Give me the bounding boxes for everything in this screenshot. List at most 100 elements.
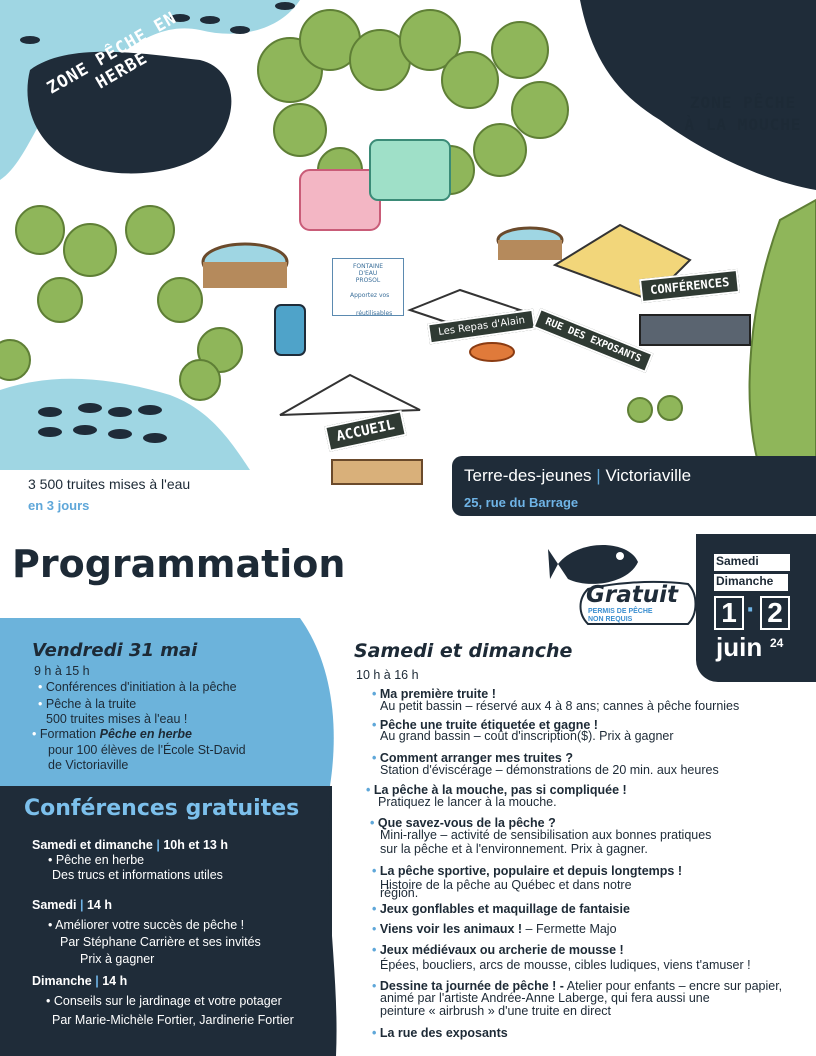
permis-text: PERMIS DE PÊCHE NON REQUIS (588, 608, 653, 624)
friday-title: Vendredi 31 mai (32, 640, 198, 661)
friday-item-2-line2: 500 truites mises à l'eau ! (46, 712, 188, 726)
location-title: Terre-des-jeunes | Victoriaville (464, 466, 691, 486)
weekend-item-9-title-text: Jeux médiévaux ou archerie de mousse ! (379, 943, 624, 957)
conf-group-1-item: • Pêche en herbe (48, 853, 145, 867)
weekend-item-10-title: Dessine ta journée de pêche ! - (379, 979, 564, 993)
weekend-item-11-title-text: La rue des exposants (379, 1026, 508, 1040)
weekend-item-9-title: • Jeux médiévaux ou archerie de mousse ! (372, 943, 624, 957)
friday-item-3-line3: de Victoriaville (48, 758, 129, 772)
conf-g1-day: Samedi et dimanche (32, 838, 153, 852)
badge-date-dot: · (746, 598, 755, 623)
location-place: Terre-des-jeunes (464, 466, 592, 485)
weekend-item-10-desc-2: peinture « airbrush » d'une truite en di… (380, 1004, 611, 1018)
page-title: Programmation (12, 542, 346, 586)
fontaine-note-2: réutilisables (356, 310, 393, 317)
weekend-item-6-desc-1: Histoire de la pêche au Québec et dans n… (380, 878, 632, 892)
truites-caption: 3 500 truites mises à l'eau (28, 476, 191, 492)
conf-g2-day: Samedi (32, 898, 77, 912)
weekend-item-5-desc-2: sur la pêche et à l'environnement. Prix … (380, 842, 648, 856)
weekend-item-1-title: • Ma première truite ! (372, 687, 496, 701)
conf-group-1-heading: Samedi et dimanche | 10h et 13 h (32, 838, 228, 852)
conf-g3-time: 14 h (102, 974, 128, 988)
conf-group-2-item: • Améliorer votre succès de pêche ! (48, 918, 245, 932)
weekend-item-7-title-text: Jeux gonflables et maquillage de fantais… (379, 902, 630, 916)
permis-line2: NON REQUIS (588, 616, 633, 623)
fontaine-note-1: Apportez vos (350, 292, 390, 299)
badge-month: juin (716, 632, 763, 662)
weekend-item-4-title: • La pêche à la mouche, pas si compliqué… (366, 783, 627, 797)
friday-item-3: • Formation Pêche en herbe (32, 727, 193, 741)
truites-subcaption: en 3 jours (28, 498, 90, 513)
weekend-item-10: • Dessine ta journée de pêche ! - Atelie… (372, 979, 783, 993)
friday-hours: 9 h à 15 h (34, 664, 90, 678)
fish-logo-icon (548, 544, 697, 625)
conf-g3-day: Dimanche (32, 974, 92, 988)
badge-date-2: 2 (760, 596, 790, 630)
conf-g3-item-text: Conseils sur le jardinage et votre potag… (53, 994, 282, 1008)
conf-g2-time: 14 h (86, 898, 112, 912)
gratuit-label: Gratuit (586, 582, 678, 608)
location-banner (452, 456, 816, 516)
conf-group-2-heading: Samedi | 14 h (32, 898, 112, 912)
weekend-item-8-rest: – Fermette Majo (522, 922, 617, 936)
weekend-item-6-desc-2: région. (380, 886, 419, 900)
weekend-item-3-desc: Station d'éviscérage – démonstrations de… (380, 763, 719, 777)
weekend-item-5-title: • Que savez-vous de la pêche ? (370, 816, 556, 830)
conf-g1-item-text: Pêche en herbe (55, 853, 145, 867)
conf-group-3-desc: Par Marie-Michèle Fortier, Jardinerie Fo… (52, 1013, 294, 1027)
weekend-item-1-desc: Au petit bassin – réservé aux 4 à 8 ans;… (380, 699, 740, 713)
weekend-item-8: • Viens voir les animaux ! – Fermette Ma… (372, 922, 617, 936)
weekend-item-3-title: • Comment arranger mes truites ? (372, 751, 573, 765)
weekend-item-10-desc-1: animé par l'artiste Andrée-Anne Laberge,… (380, 991, 710, 1005)
conf-group-3-item: • Conseils sur le jardinage et votre pot… (46, 994, 282, 1008)
fontaine-line2: D'EAU (358, 270, 378, 277)
badge-year: 24 (770, 636, 784, 650)
badge-date-1: 1 (714, 596, 744, 630)
weekend-item-5-title-text: Que savez-vous de la pêche ? (377, 816, 556, 830)
weekend-item-11-title: • La rue des exposants (372, 1026, 508, 1040)
fontaine-line1: FONTAINE (352, 263, 383, 270)
conf-group-3-heading: Dimanche | 14 h (32, 974, 127, 988)
conf-group-2-desc-2: Prix à gagner (80, 952, 155, 966)
zone-peche-mouche-label: ZONE PÊCHE À LA MOUCHE (668, 92, 816, 136)
zone-mouche-line2: À LA MOUCHE (684, 115, 802, 134)
weekend-item-8-title: Viens voir les animaux ! (379, 922, 523, 936)
conferences-title: Conférences gratuites (24, 796, 300, 821)
location-address: 25, rue du Barrage (464, 495, 579, 510)
friday-item-3-prefix: Formation (39, 727, 100, 741)
conf-g3-sep: | (95, 974, 99, 988)
conferences-panel (0, 786, 332, 1056)
friday-item-3-emphasis: Pêche en herbe (99, 727, 193, 741)
conf-g1-time: 10h et 13 h (163, 838, 228, 852)
conferences-panel-edge (300, 786, 337, 1056)
weekend-item-4-desc: Pratiquez le lancer à la mouche. (378, 795, 557, 809)
location-city: Victoriaville (605, 466, 692, 485)
weekend-item-10-rest: Atelier pour enfants – encre sur papier, (563, 979, 783, 993)
badge-day-samedi: Samedi (714, 554, 790, 571)
weekend-item-5-desc-1: Mini-rallye – activité de sensibilisatio… (380, 828, 712, 842)
zone-mouche-line1: ZONE PÊCHE (689, 93, 797, 112)
weekend-item-2-desc: Au grand bassin – coût d'inscription($).… (380, 729, 674, 743)
friday-item-1: • Conférences d'initiation à la pêche (38, 680, 237, 694)
location-separator: | (596, 466, 601, 485)
conf-group-1-desc: Des trucs et informations utiles (52, 868, 223, 882)
conf-g2-sep: | (79, 898, 84, 912)
badge-day-dimanche: Dimanche (714, 574, 788, 591)
weekend-item-3-title-text: Comment arranger mes truites ? (379, 751, 573, 765)
friday-item-2-text: Pêche à la truite (45, 697, 137, 711)
permis-line1: PERMIS DE PÊCHE (588, 608, 653, 615)
conf-g1-sep: | (156, 838, 160, 852)
weekend-item-1-title-text: Ma première truite ! (379, 687, 496, 701)
weekend-item-6-title: • La pêche sportive, populaire et depuis… (372, 864, 682, 878)
fontaine-sign: FONTAINE D'EAU PROSOL (332, 258, 404, 316)
conf-g2-item-text: Améliorer votre succès de pêche ! (55, 918, 245, 932)
weekend-hours: 10 h à 16 h (356, 668, 419, 682)
weekend-item-7-title: • Jeux gonflables et maquillage de fanta… (372, 902, 630, 916)
weekend-item-2-title: • Pêche une truite étiquetée et gagne ! (372, 718, 598, 732)
friday-item-2: • Pêche à la truite (38, 697, 137, 711)
weekend-item-4-title-text: La pêche à la mouche, pas si compliquée … (373, 783, 627, 797)
friday-item-1-text: Conférences d'initiation à la pêche (45, 680, 237, 694)
fontaine-line3: PROSOL (355, 277, 381, 284)
weekend-item-9-desc: Épées, boucliers, arcs de mousse, cibles… (380, 958, 751, 972)
weekend-title: Samedi et dimanche (354, 640, 573, 662)
